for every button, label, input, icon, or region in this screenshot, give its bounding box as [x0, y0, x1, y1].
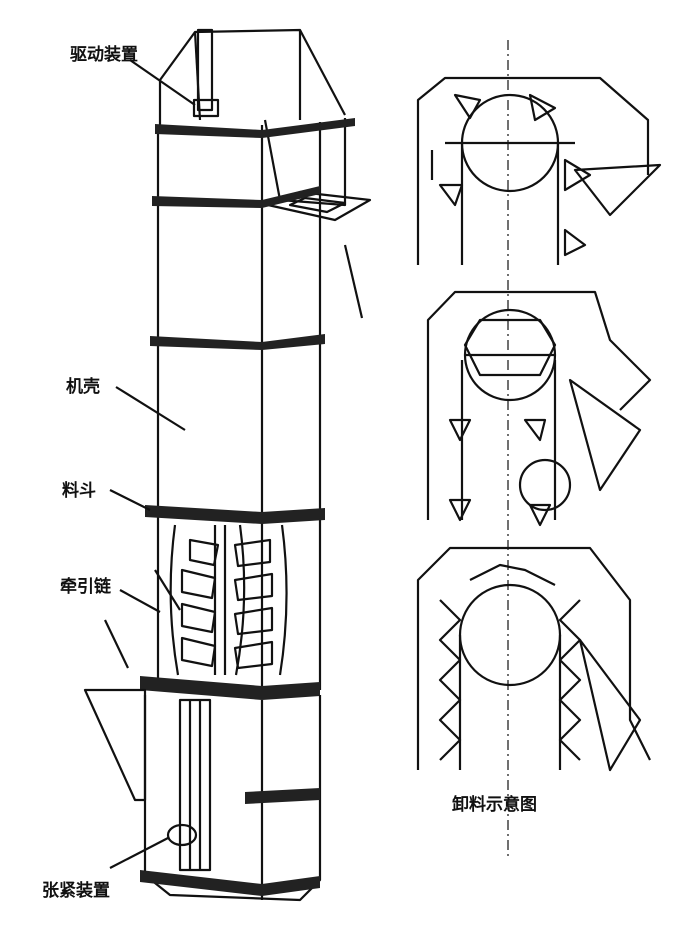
feed-chute: [83, 688, 147, 802]
label-drive: 驱动装置: [70, 45, 138, 65]
inset-gravity: [426, 290, 652, 527]
label-discharge-caption: 卸料示意图: [452, 795, 537, 815]
label-casing: 机壳: [66, 377, 100, 397]
leader-drive: [129, 59, 196, 106]
feed-arrow: [104, 619, 129, 669]
label-chain: 牵引链: [60, 577, 111, 597]
buckets: [154, 524, 288, 676]
tension-pulley: [166, 823, 198, 847]
inset-continuous: [416, 546, 651, 772]
inset-centrifugal: [416, 76, 662, 265]
leader-chain: [119, 589, 161, 613]
discharge-chute: [263, 118, 347, 207]
drive-shaft: [196, 28, 214, 112]
discharge-arrow: [343, 244, 364, 319]
drive-unit: [192, 98, 220, 118]
label-bucket: 料斗: [62, 481, 96, 501]
label-tensioner: 张紧装置: [42, 881, 110, 901]
elevator-casing: [83, 28, 372, 902]
leader-casing: [115, 386, 186, 431]
leader-bucket: [109, 489, 151, 511]
leader-tensioner: [109, 837, 169, 869]
